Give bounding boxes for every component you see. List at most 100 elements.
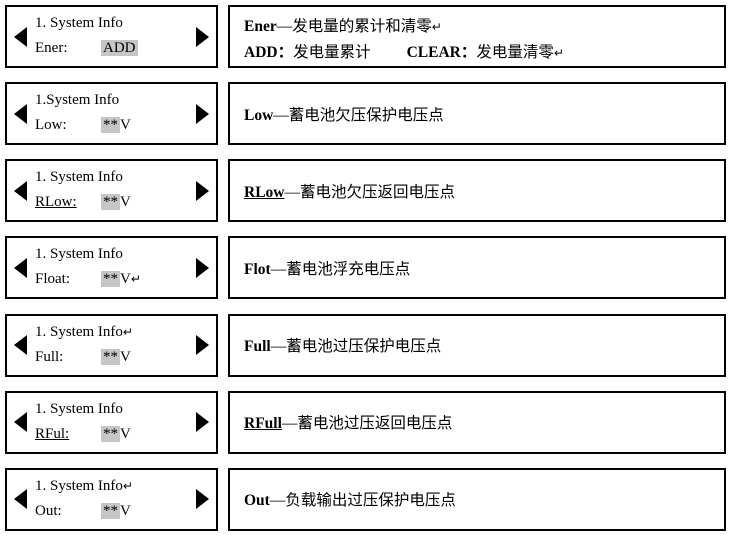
lcd-screen-panel: 1.System Info Low: **V: [5, 82, 218, 146]
param-value: ADD: [101, 40, 138, 56]
right-arrow-icon[interactable]: [196, 335, 209, 356]
description-panel: RFull—蓄电池过压返回电压点: [228, 390, 726, 454]
description-text: RLow—蓄电池欠压返回电压点: [244, 180, 455, 202]
right-arrow-icon[interactable]: [196, 412, 209, 433]
option-add-text: 发电量累计: [293, 44, 371, 61]
description-text: RFull—蓄电池过压返回电压点: [244, 411, 452, 433]
param-value: **: [101, 194, 120, 211]
description-text: Full—蓄电池过压保护电压点: [244, 334, 441, 356]
description-line-1: Ener—发电量的累计和清零↵: [244, 14, 724, 40]
table-row: 1. System Info↵ Full:**V Full—蓄电池过压保护电压点: [5, 313, 726, 377]
screen-param-line: Float:**V↵: [35, 269, 208, 289]
lcd-screen-panel: 1. System Info Float:**V↵: [5, 236, 218, 300]
term-label: RLow: [244, 183, 285, 201]
screen-param-line: Out: **V: [35, 501, 208, 521]
table-row: 1.System Info Low: **V Low—蓄电池欠压保护电压点: [5, 82, 726, 146]
right-arrow-icon[interactable]: [196, 26, 209, 47]
lcd-screen-panel: 1. System Info RFul: **V: [5, 390, 218, 454]
screen-title-text: 1. System Info: [35, 323, 123, 340]
param-unit: V: [120, 502, 131, 519]
description-line-2: ADD：发电量累计 CLEAR：发电量清零↵: [244, 40, 724, 66]
table-row: 1. System Info↵ Out:**V Out—负载输出过压保护电压点: [5, 467, 726, 531]
screen-param-line: Full:**V: [35, 347, 208, 367]
return-mark: ↵: [122, 324, 133, 339]
description-panel: Low—蓄电池欠压保护电压点: [228, 82, 726, 146]
screen-title-text: 1. System Info: [35, 169, 123, 186]
option-clear-label: CLEAR：: [406, 44, 477, 61]
term-definition: —蓄电池欠压保护电压点: [273, 106, 444, 124]
option-clear-text: 发电量清零: [476, 44, 554, 61]
param-unit: V: [120, 194, 131, 211]
right-arrow-icon[interactable]: [196, 257, 209, 278]
term-definition: —负载输出过压保护电压点: [269, 492, 456, 510]
screen-title-text: 1. System Info: [35, 477, 123, 494]
param-value: **: [101, 117, 120, 134]
term-definition: —发电量的累计和清零: [276, 18, 432, 35]
term-label: Flot: [244, 260, 271, 278]
term-label: Ener: [244, 18, 277, 35]
param-unit: V: [120, 425, 131, 442]
left-arrow-icon[interactable]: [14, 103, 27, 124]
screen-title: 1. System Info: [35, 244, 208, 264]
param-unit: V: [120, 117, 131, 134]
term-definition: —蓄电池浮充电压点: [270, 260, 411, 278]
description-panel: RLow—蓄电池欠压返回电压点: [228, 159, 726, 223]
table-row: 1. System Info Float:**V↵ Flot—蓄电池浮充电压点: [5, 236, 726, 300]
param-value: **: [101, 425, 120, 442]
lcd-screen-panel: 1. System Info RLow: **V: [5, 159, 218, 223]
description-text: Low—蓄电池欠压保护电压点: [244, 103, 444, 125]
screen-title-text: 1. System Info: [35, 15, 123, 31]
left-arrow-icon[interactable]: [14, 412, 27, 433]
right-arrow-icon[interactable]: [196, 180, 209, 201]
right-arrow-icon[interactable]: [196, 103, 209, 124]
screen-title-text: 1.System Info: [35, 92, 120, 109]
param-unit: V: [120, 348, 131, 365]
return-mark: ↵: [431, 20, 442, 34]
right-arrow-icon[interactable]: [196, 489, 209, 510]
table-row: 1. System Info RFul: **V RFull—蓄电池过压返回电压点: [5, 390, 726, 454]
table-row: 1. System Info RLow: **V RLow—蓄电池欠压返回电压点: [5, 159, 726, 223]
description-text: Out—负载输出过压保护电压点: [244, 488, 456, 510]
left-arrow-icon[interactable]: [14, 180, 27, 201]
term-definition: —蓄电池过压保护电压点: [270, 338, 442, 356]
description-panel: Out—负载输出过压保护电压点: [228, 467, 726, 531]
description-panel: Flot—蓄电池浮充电压点: [228, 236, 726, 300]
term-label: Low: [244, 106, 274, 124]
left-arrow-icon[interactable]: [14, 489, 27, 510]
screen-param-line: RLow: **V: [35, 192, 208, 212]
left-arrow-icon[interactable]: [14, 26, 27, 47]
param-value: **: [101, 348, 120, 365]
left-arrow-icon[interactable]: [14, 335, 27, 356]
param-value: **: [101, 502, 120, 519]
param-label: RLow:: [35, 194, 77, 211]
term-label: RFull: [244, 415, 282, 433]
param-value: **: [101, 271, 120, 288]
screen-param-line: RFul: **V: [35, 424, 208, 444]
description-panel: Full—蓄电池过压保护电压点: [228, 313, 726, 377]
return-mark: ↵: [553, 46, 564, 60]
param-label: Float:: [35, 271, 71, 288]
description-text: Flot—蓄电池浮充电压点: [244, 257, 410, 279]
term-definition: —蓄电池欠压返回电压点: [284, 183, 455, 201]
term-definition: —蓄电池过压返回电压点: [281, 415, 453, 433]
return-mark: ↵: [130, 272, 141, 287]
param-label: RFul:: [35, 425, 70, 442]
param-label: Out:: [35, 502, 62, 519]
screen-title-text: 1. System Info: [35, 246, 123, 263]
lcd-screen-panel: 1. System Info↵ Full:**V: [5, 313, 218, 377]
screen-title: 1. System Info: [35, 13, 208, 33]
screen-title: 1. System Info: [35, 399, 208, 419]
screen-title-text: 1. System Info: [35, 400, 123, 417]
table-row: 1. System Info Ener:ADD Ener—发电量的累计和清零↵ …: [5, 5, 726, 68]
left-arrow-icon[interactable]: [14, 257, 27, 278]
lcd-screen-panel: 1. System Info↵ Out:**V: [5, 467, 218, 531]
term-label: Out: [244, 492, 270, 510]
screen-title: 1. System Info↵: [35, 322, 208, 342]
screen-title: 1.System Info: [35, 90, 208, 110]
option-add-label: ADD：: [244, 44, 294, 61]
param-label: Low:: [35, 117, 67, 134]
screen-param-line: Low: **V: [35, 115, 208, 135]
param-label: Ener:: [35, 40, 68, 56]
